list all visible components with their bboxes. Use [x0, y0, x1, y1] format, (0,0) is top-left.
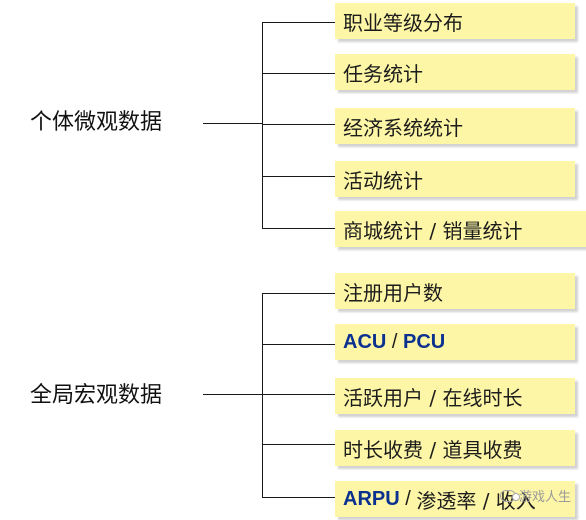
category-box-registered-users: 注册用户数 — [335, 273, 575, 309]
category-text: 注册用户数 — [343, 280, 443, 305]
category-text: 经济系统统计 — [343, 115, 463, 140]
group-label-macro: 全局宏观数据 — [30, 383, 163, 408]
category-text: 时长收费 / 道具收费 — [343, 437, 523, 462]
branch-micro-4 — [262, 176, 335, 177]
watermark-text: 游戏人生 — [519, 490, 572, 505]
connector-horizontal-macro — [203, 394, 263, 395]
branch-macro-3 — [262, 394, 335, 395]
watermark: 游戏人生 — [500, 486, 571, 505]
category-text: 商城统计 / 销量统计 — [343, 218, 523, 243]
branch-micro-1 — [262, 22, 335, 23]
branch-macro-4 — [262, 444, 335, 445]
category-text: 活动统计 — [343, 168, 423, 193]
category-box-mall-stats: 商城统计 / 销量统计 — [335, 211, 586, 247]
category-text: 活跃用户 / 在线时长 — [343, 385, 523, 410]
branch-micro-3 — [262, 124, 335, 125]
category-text-pcu: PCU — [403, 330, 446, 353]
group-label-micro: 个体微观数据 — [30, 110, 163, 135]
connector-horizontal-micro — [203, 123, 263, 124]
category-box-arpu: ARPU / 渗透率 / 收入 — [335, 481, 575, 517]
category-text: 任务统计 — [343, 61, 423, 86]
branch-micro-5 — [262, 228, 335, 229]
connector-vertical-macro — [262, 293, 263, 498]
category-text-arpu: ARPU — [343, 487, 400, 510]
wechat-icon — [500, 489, 520, 502]
branch-macro-5 — [262, 497, 335, 498]
category-box-job-level: 职业等级分布 — [335, 3, 575, 39]
category-separator: / — [399, 487, 417, 510]
category-text-acu: ACU — [343, 330, 387, 353]
connector-vertical-micro — [262, 22, 263, 229]
category-box-active-users: 活跃用户 / 在线时长 — [335, 378, 575, 414]
category-box-acu-pcu: ACU / PCU — [335, 324, 575, 360]
category-box-activity-stats: 活动统计 — [335, 161, 575, 197]
branch-macro-2 — [262, 344, 335, 345]
category-box-economy-stats: 经济系统统计 — [335, 108, 575, 144]
category-separator: / — [386, 330, 404, 353]
category-text: 职业等级分布 — [343, 10, 463, 35]
category-box-fees: 时长收费 / 道具收费 — [335, 430, 575, 466]
branch-macro-1 — [262, 293, 335, 294]
branch-micro-2 — [262, 73, 335, 74]
category-box-quest-stats: 任务统计 — [335, 54, 575, 90]
